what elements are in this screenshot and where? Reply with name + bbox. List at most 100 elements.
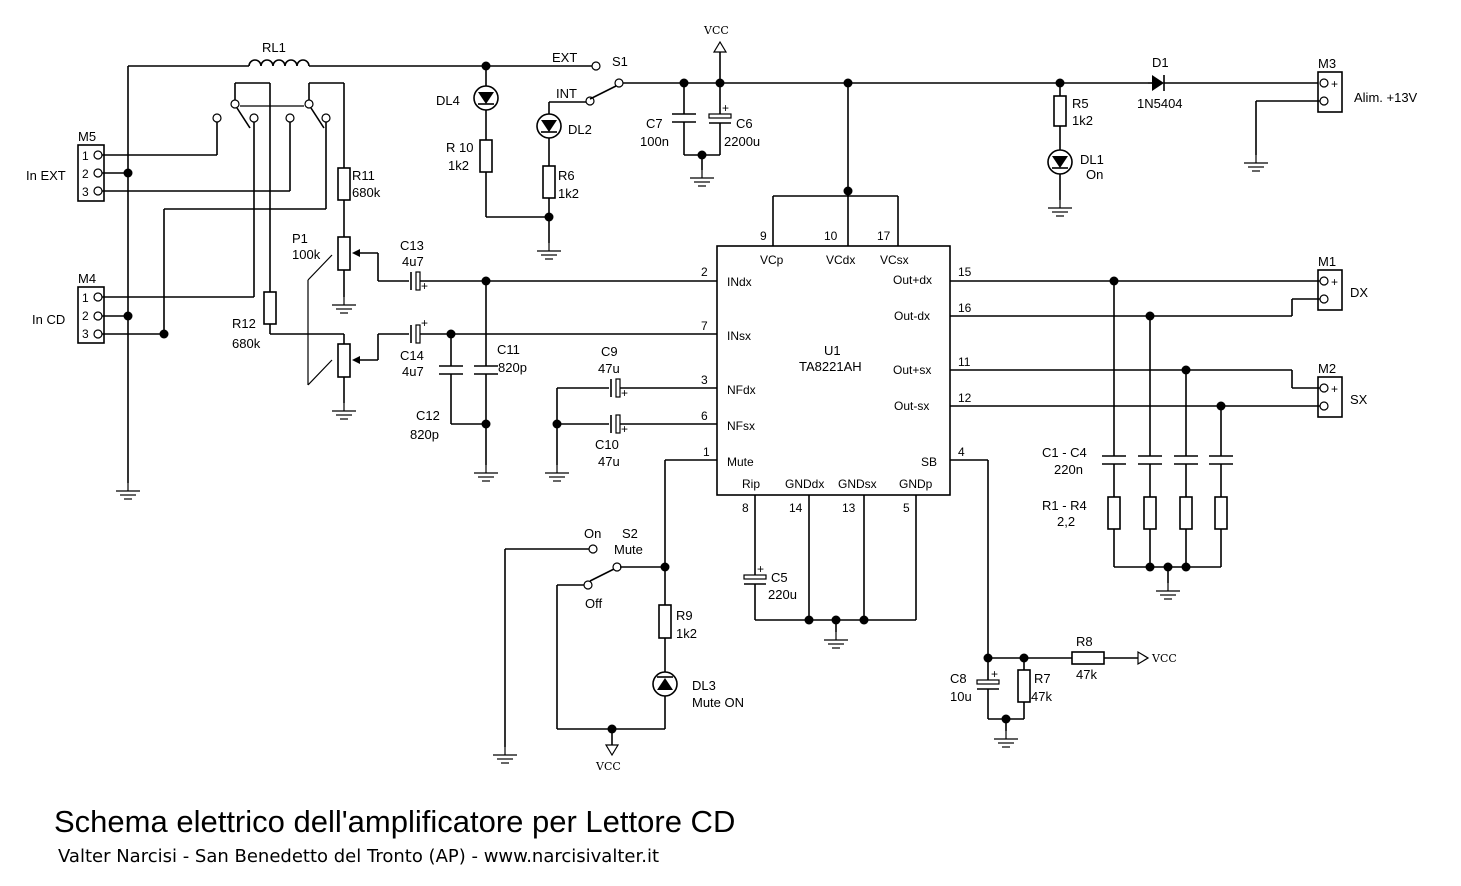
pin-name-nfdx: NFdx bbox=[727, 383, 756, 397]
s2-on-label: On bbox=[584, 526, 601, 541]
vcc-label-top: VCC bbox=[703, 24, 729, 37]
pin-num-6: 6 bbox=[701, 409, 708, 423]
r12-ref: R12 bbox=[232, 316, 256, 331]
m5-ref: M5 bbox=[78, 129, 96, 144]
vcc-label-mute: VCC bbox=[595, 760, 621, 773]
r10-value: 1k2 bbox=[448, 158, 469, 173]
c9-value: 47u bbox=[598, 361, 620, 376]
r11-ref: R11 bbox=[352, 168, 375, 183]
pin-name-sb: SB bbox=[921, 455, 937, 469]
c8-ref: C8 bbox=[950, 671, 967, 686]
m4-connector bbox=[77, 286, 105, 344]
svg-text:+: + bbox=[757, 562, 764, 576]
s2-off-label: Off bbox=[585, 596, 602, 611]
pin-name-outmsx: Out-sx bbox=[894, 399, 929, 413]
pin-num-8: 8 bbox=[742, 501, 749, 515]
svg-text:+: + bbox=[421, 279, 428, 293]
pin-num-12: 12 bbox=[958, 391, 972, 405]
m2-ref: M2 bbox=[1318, 361, 1336, 376]
rl1-label: RL1 bbox=[262, 40, 286, 55]
svg-text:+: + bbox=[1331, 275, 1338, 289]
c13-value: 4u7 bbox=[402, 254, 424, 269]
c1c4-value: 220n bbox=[1054, 462, 1083, 477]
svg-text:3: 3 bbox=[82, 185, 89, 199]
c13-ref: C13 bbox=[400, 238, 424, 253]
vcc-label-sb: VCC bbox=[1151, 652, 1177, 665]
pin-name-gnddx: GNDdx bbox=[785, 477, 824, 491]
m3-connector bbox=[1317, 71, 1343, 113]
pin-num-9: 9 bbox=[760, 229, 767, 243]
dl1-value: On bbox=[1086, 167, 1103, 182]
c12-ref: C12 bbox=[416, 408, 440, 423]
m3-ref: M3 bbox=[1318, 56, 1336, 71]
pin-name-indx: INdx bbox=[727, 275, 752, 289]
svg-text:+: + bbox=[621, 386, 628, 400]
m1-label: DX bbox=[1350, 285, 1368, 300]
ic-part: TA8221AH bbox=[799, 359, 862, 374]
c10-ref: C10 bbox=[595, 437, 619, 452]
pin-num-17: 17 bbox=[877, 229, 891, 243]
svg-text:+: + bbox=[421, 316, 428, 330]
svg-text:+: + bbox=[1331, 77, 1338, 91]
svg-text:3: 3 bbox=[82, 327, 89, 341]
pin-num-3: 3 bbox=[701, 373, 708, 387]
c6-ref: C6 bbox=[736, 116, 753, 131]
r12-value: 680k bbox=[232, 336, 261, 351]
pin-name-outmdx: Out-dx bbox=[894, 309, 930, 323]
r6-value: 1k2 bbox=[558, 186, 579, 201]
c9-ref: C9 bbox=[601, 344, 618, 359]
pin-num-14: 14 bbox=[789, 501, 803, 515]
s2-value: Mute bbox=[614, 542, 643, 557]
c14-value: 4u7 bbox=[402, 364, 424, 379]
svg-text:+: + bbox=[1331, 382, 1338, 396]
dl1-ref: DL1 bbox=[1080, 152, 1104, 167]
c6-value: 2200u bbox=[724, 134, 760, 149]
pin-num-4: 4 bbox=[958, 445, 965, 459]
c5-value: 220u bbox=[768, 587, 797, 602]
p1-ref: P1 bbox=[292, 231, 308, 246]
pin-name-rip: Rip bbox=[742, 477, 760, 491]
r10-ref: R 10 bbox=[446, 140, 473, 155]
c8-value: 10u bbox=[950, 689, 972, 704]
c11-value: 820p bbox=[498, 360, 527, 375]
m2-label: SX bbox=[1350, 392, 1368, 407]
r1r4-ref: R1 - R4 bbox=[1042, 498, 1087, 513]
pin-num-13: 13 bbox=[842, 501, 856, 515]
r5-ref: R5 bbox=[1072, 96, 1089, 111]
p1-value: 100k bbox=[292, 247, 321, 262]
r1r4-value: 2,2 bbox=[1057, 514, 1075, 529]
m1-ref: M1 bbox=[1318, 254, 1336, 269]
c7-value: 100n bbox=[640, 134, 669, 149]
pin-name-vcdx: VCdx bbox=[826, 253, 855, 267]
dl4-label: DL4 bbox=[436, 93, 460, 108]
d1-value: 1N5404 bbox=[1137, 96, 1183, 111]
c7-ref: C7 bbox=[646, 116, 663, 131]
r7-value: 47k bbox=[1031, 689, 1052, 704]
r9-value: 1k2 bbox=[676, 626, 697, 641]
r7-ref: R7 bbox=[1034, 671, 1051, 686]
pin-num-2: 2 bbox=[701, 265, 708, 279]
pin-num-11: 11 bbox=[958, 355, 971, 369]
pin-num-15: 15 bbox=[958, 265, 972, 279]
m1-connector bbox=[1317, 269, 1343, 311]
d1-ref: D1 bbox=[1152, 55, 1169, 70]
c11-ref: C11 bbox=[497, 342, 520, 357]
page-subtitle: Valter Narcisi - San Benedetto del Tront… bbox=[58, 846, 659, 867]
pin-name-gndp: GNDp bbox=[899, 477, 933, 491]
r8-ref: R8 bbox=[1076, 634, 1093, 649]
pin-name-outpsx: Out+sx bbox=[893, 363, 931, 377]
dl2-label: DL2 bbox=[568, 122, 592, 137]
pin-name-insx: INsx bbox=[727, 329, 751, 343]
s2-ref: S2 bbox=[622, 526, 638, 541]
r9-ref: R9 bbox=[676, 608, 693, 623]
pin-num-10: 10 bbox=[824, 229, 838, 243]
r11-value: 680k bbox=[352, 185, 381, 200]
r8-value: 47k bbox=[1076, 667, 1097, 682]
c10-value: 47u bbox=[598, 454, 620, 469]
svg-text:+: + bbox=[722, 101, 729, 115]
r5-value: 1k2 bbox=[1072, 113, 1093, 128]
dl3-ref: DL3 bbox=[692, 678, 716, 693]
s1-ext-label: EXT bbox=[552, 50, 577, 65]
svg-text:1: 1 bbox=[82, 149, 89, 163]
pin-num-5: 5 bbox=[903, 501, 910, 515]
